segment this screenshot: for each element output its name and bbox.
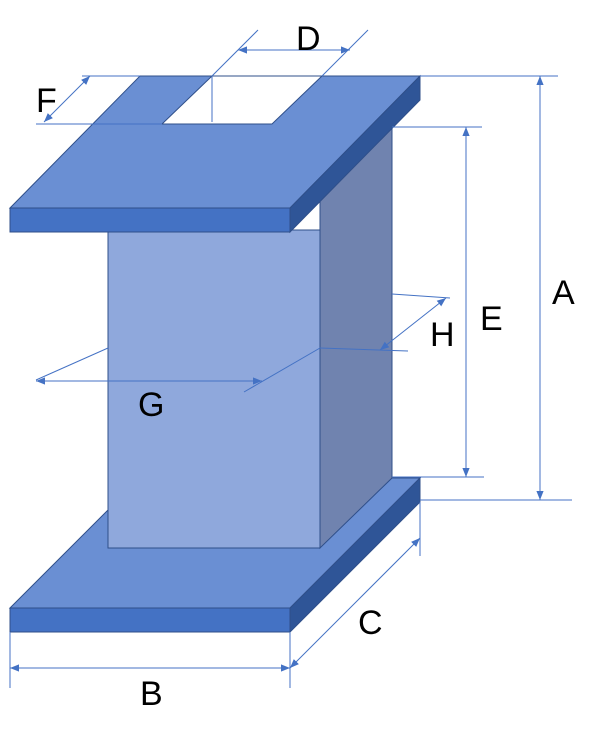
- label-d: D: [296, 20, 321, 58]
- dimension-h: H: [319, 293, 455, 354]
- web: [107, 126, 393, 550]
- dimension-d: D: [211, 20, 369, 122]
- dimension-f: F: [36, 75, 162, 125]
- top-flange-front-face: [9, 207, 291, 233]
- top-flange: [8, 74, 422, 234]
- label-c: C: [358, 604, 383, 642]
- label-f: F: [36, 82, 57, 120]
- dimension-b: B: [9, 632, 291, 713]
- dimension-a: A: [420, 75, 575, 501]
- top-flange-cutout: [160, 75, 324, 125]
- label-b: B: [140, 675, 163, 713]
- dimension-e: E: [392, 126, 503, 478]
- top-flange-side-face: [289, 74, 421, 234]
- bottom-flange-front-face: [9, 607, 291, 633]
- dimension-g: G: [35, 347, 321, 424]
- label-e: E: [480, 300, 503, 338]
- label-h: H: [430, 316, 455, 354]
- dimension-c: C: [289, 502, 421, 678]
- label-g: G: [138, 386, 164, 424]
- label-a: A: [552, 274, 575, 312]
